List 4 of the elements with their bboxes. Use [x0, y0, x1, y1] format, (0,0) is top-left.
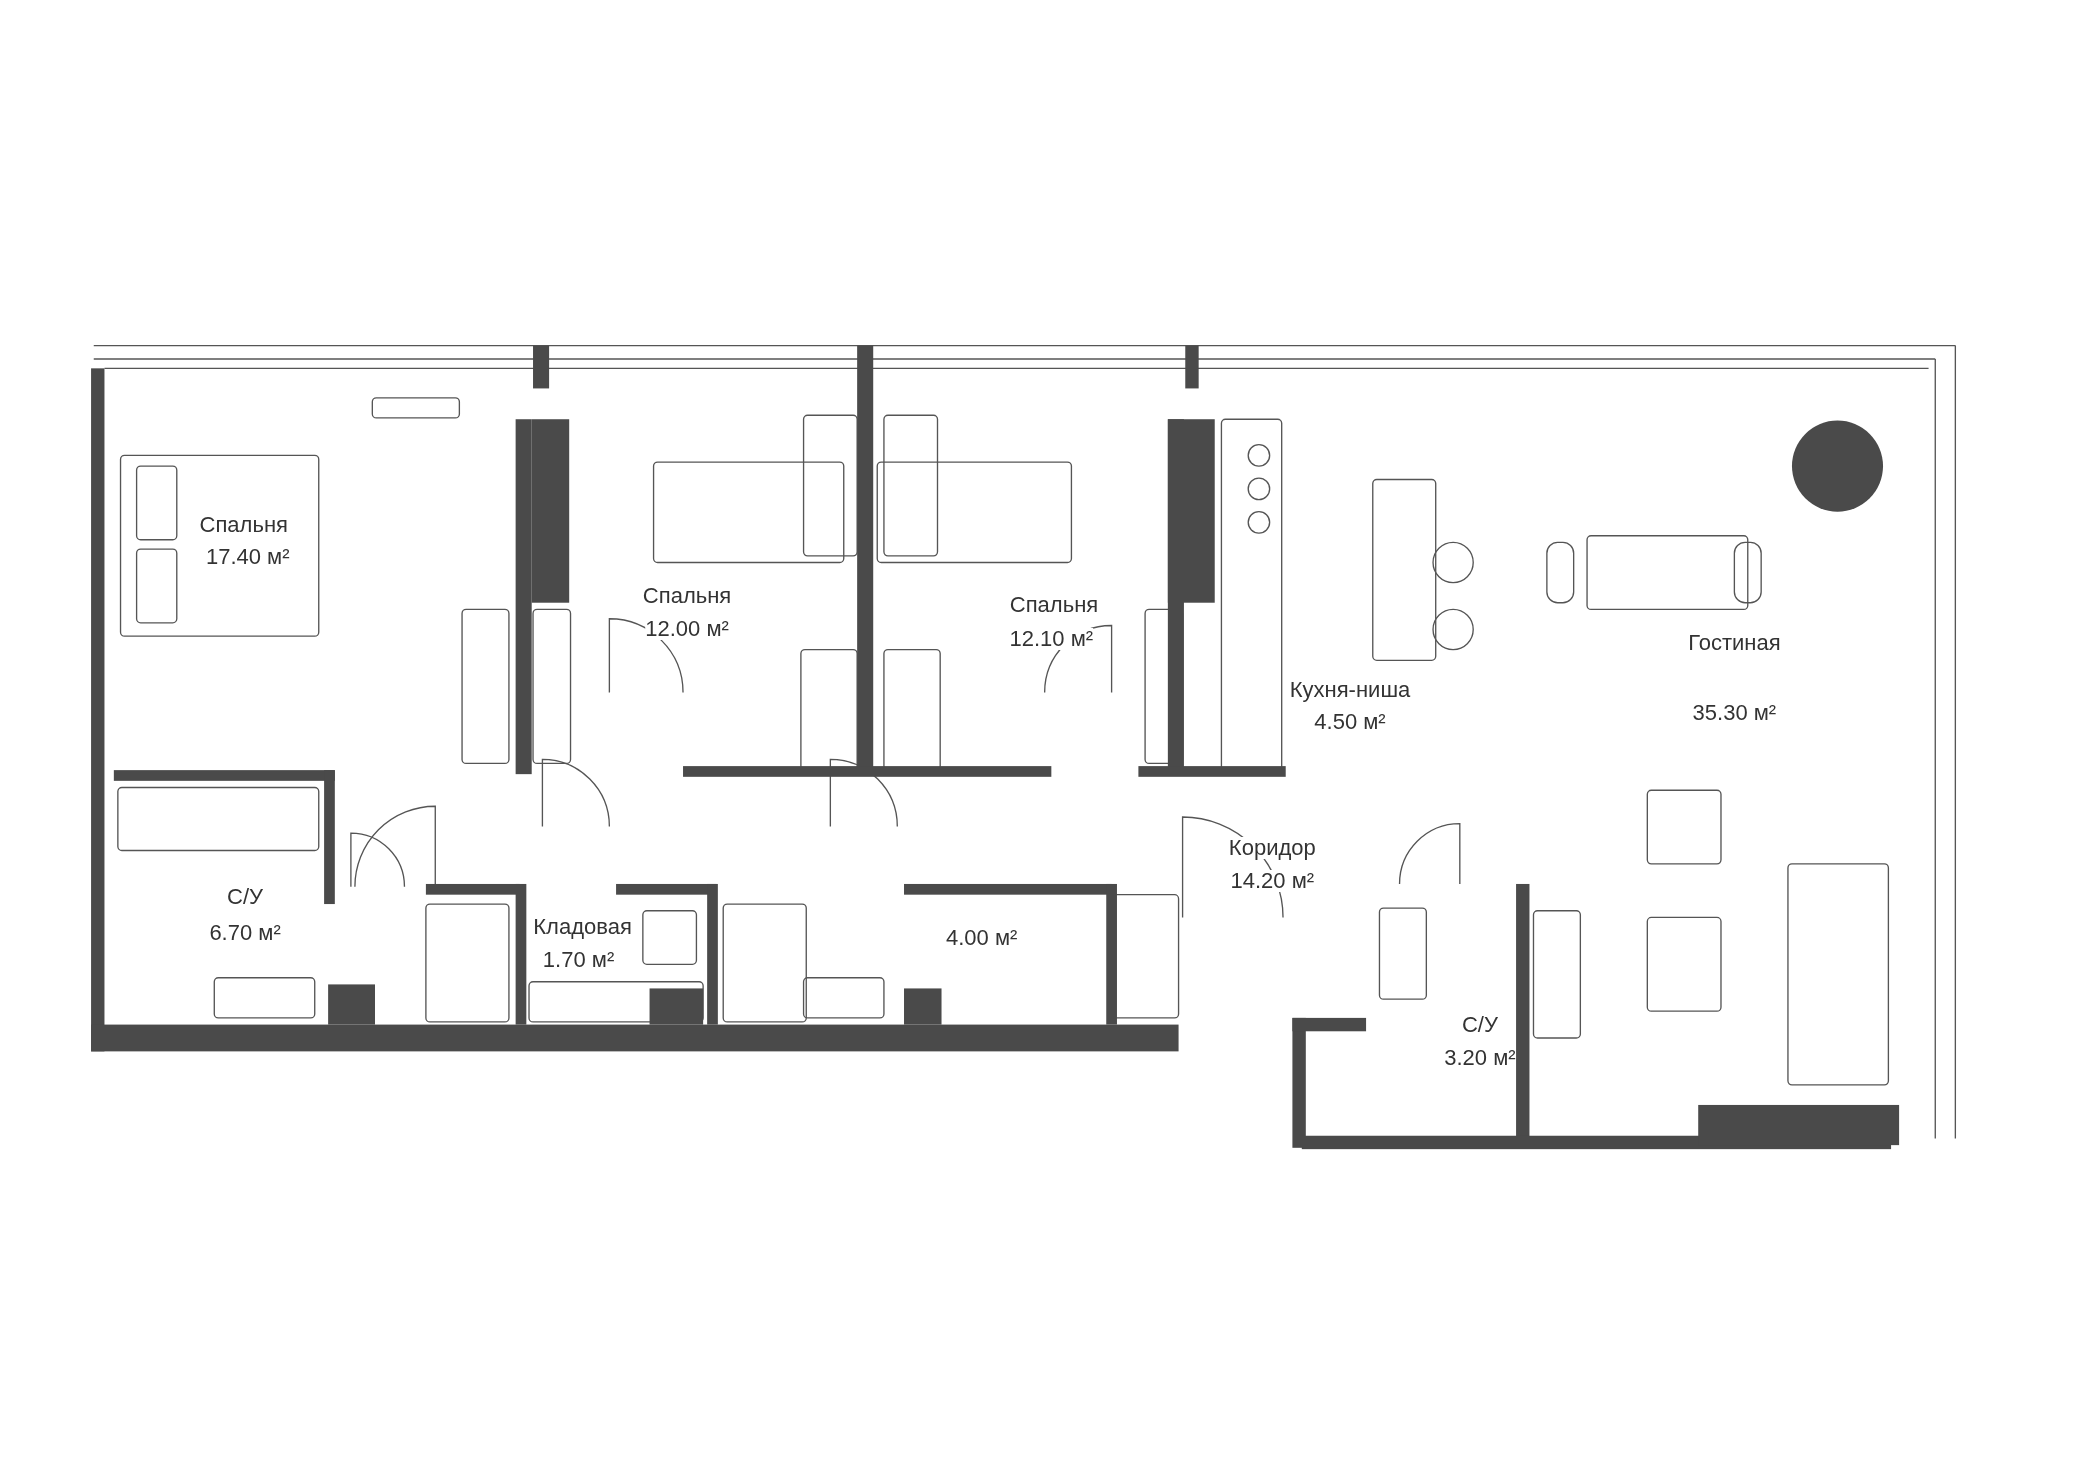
room-area: 12.10 м²	[1009, 627, 1094, 650]
room-area: 12.00 м²	[645, 618, 729, 641]
room-name: Коридор	[1228, 836, 1316, 859]
room-area: 14.20 м²	[1230, 870, 1315, 893]
